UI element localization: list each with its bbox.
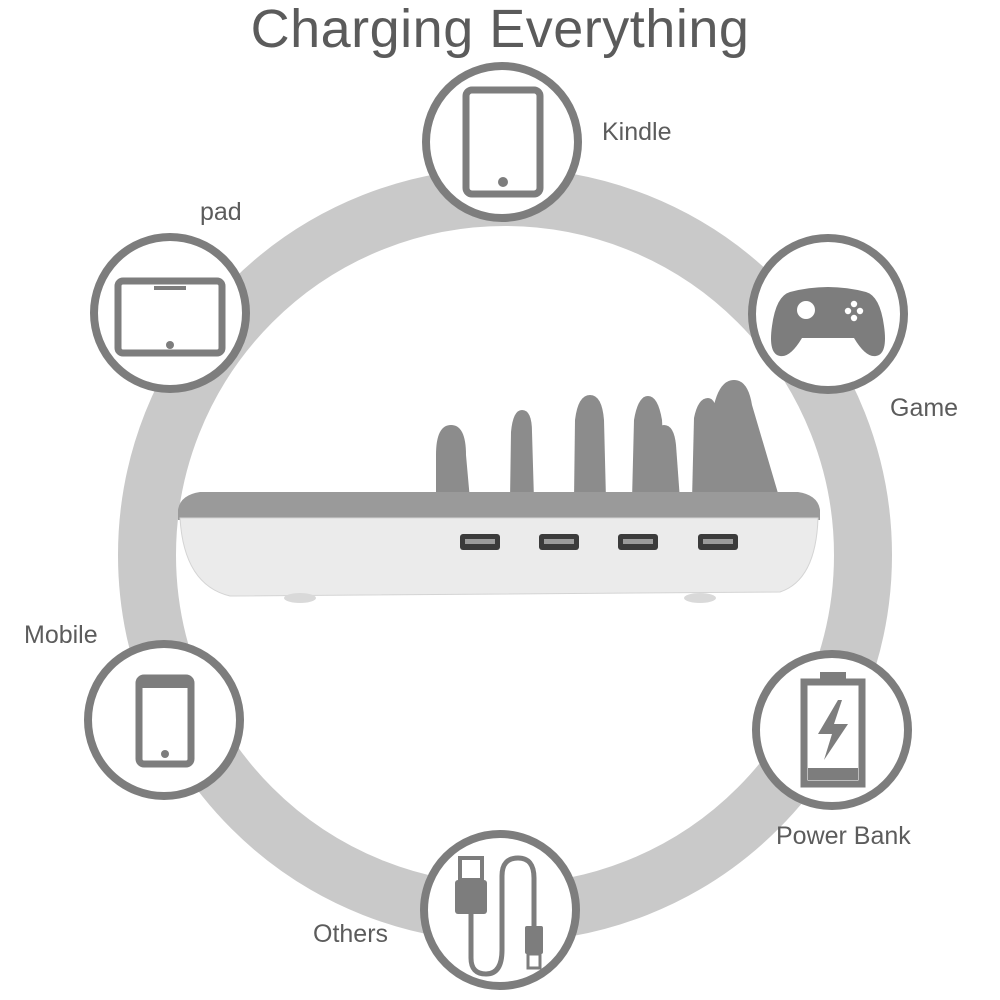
others-label: Others xyxy=(313,920,389,948)
page-title: Charging Everything xyxy=(250,0,750,59)
mobile-label: Mobile xyxy=(24,621,98,649)
power-bank-label: Power Bank xyxy=(776,822,911,850)
game-controller-icon xyxy=(748,234,908,394)
landscape-tablet-icon xyxy=(90,233,250,393)
power-bank-battery-icon xyxy=(752,650,912,810)
usb-cable-icon xyxy=(420,830,580,990)
pad-label: pad xyxy=(200,198,242,226)
kindle-label: Kindle xyxy=(602,118,672,146)
mobile-phone-icon xyxy=(84,640,244,800)
game-label: Game xyxy=(890,394,959,422)
kindle-tablet-icon xyxy=(422,62,582,222)
